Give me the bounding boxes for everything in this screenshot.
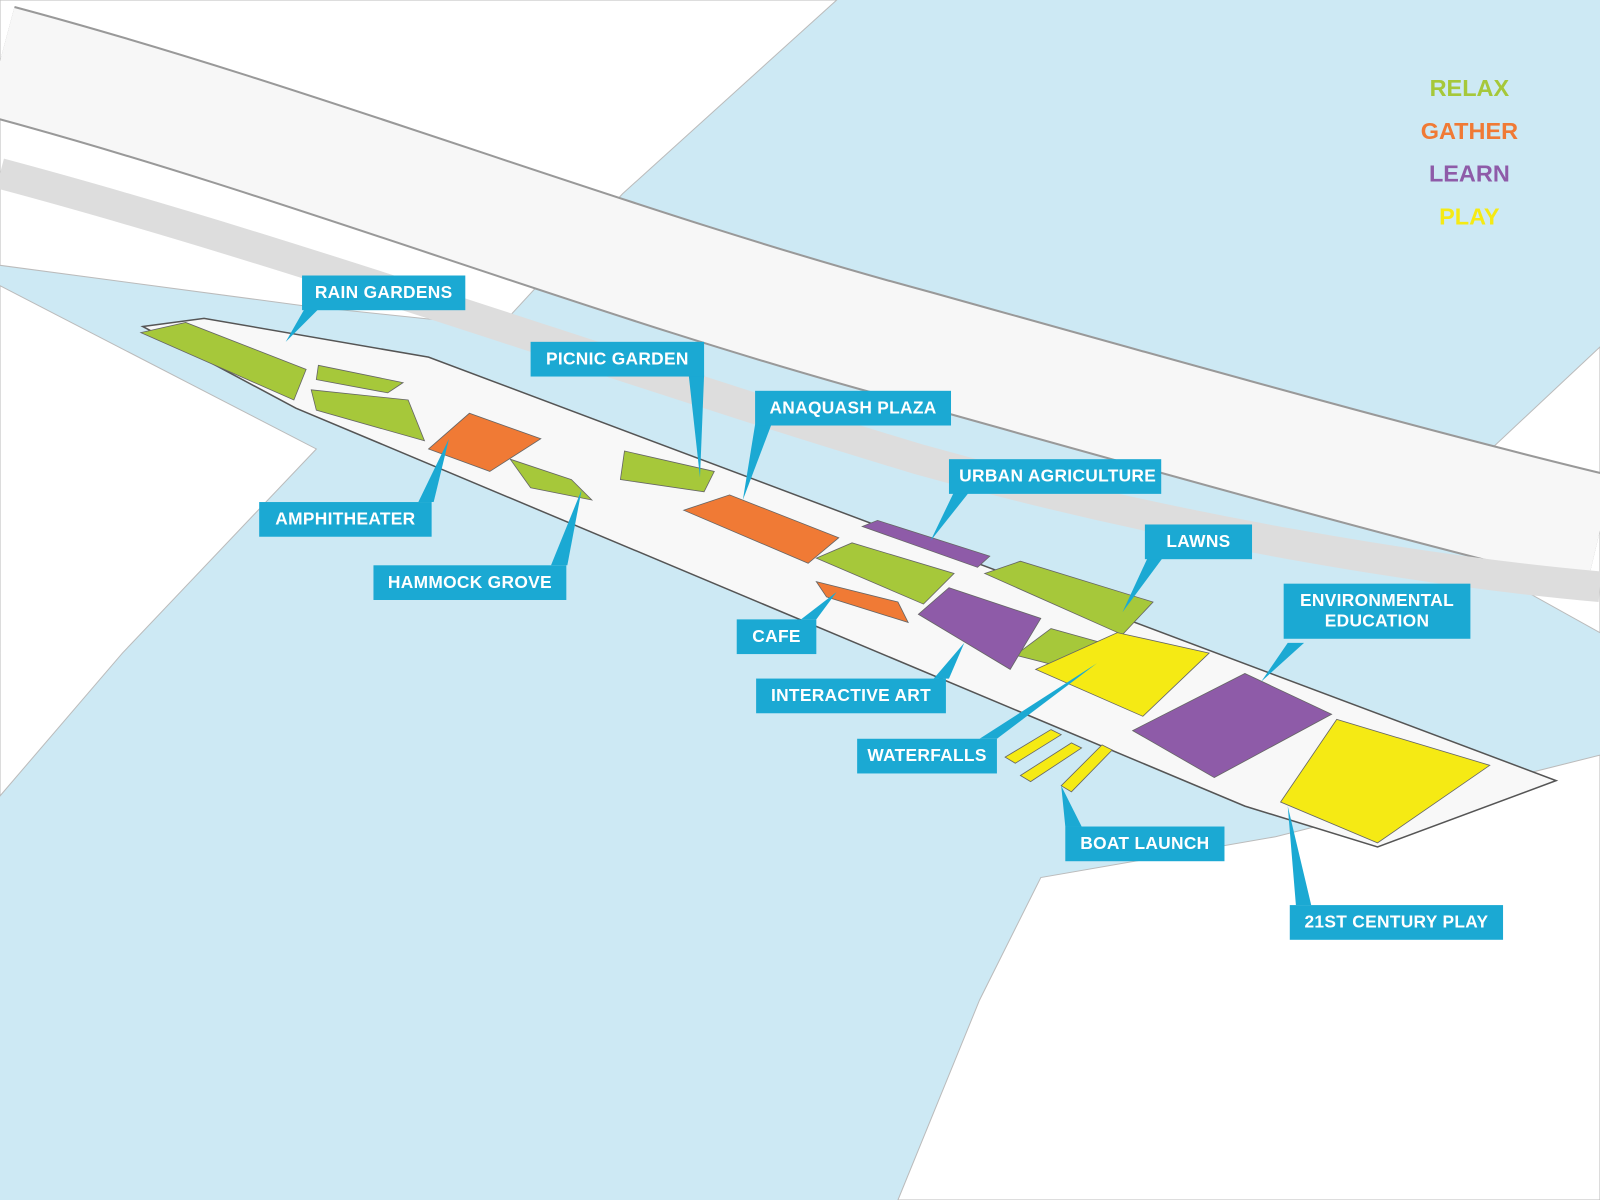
label-waterfalls: WATERFALLS [857, 738, 997, 774]
west-land [0, 285, 318, 797]
label-interactive-art: INTERACTIVE ART [756, 678, 946, 714]
label-boat-launch: BOAT LAUNCH [1065, 826, 1225, 862]
label-line-2: EDUCATION [1324, 611, 1430, 631]
label-environmental-education: ENVIRONMENTAL EDUCATION [1283, 583, 1471, 639]
label-lawns: LAWNS [1144, 524, 1253, 560]
label-21st-century-play: 21ST CENTURY PLAY [1289, 905, 1504, 940]
play-areas [1004, 632, 1491, 844]
label-amphitheater: AMPHITHEATER [259, 502, 432, 537]
learn-areas [861, 519, 1333, 779]
label-cafe: CAFE [736, 619, 817, 655]
label-rain-gardens: RAIN GARDENS [302, 275, 466, 311]
highway [0, 7, 1600, 585]
road [0, 158, 1600, 602]
label-line-1: ENVIRONMENTAL [1300, 590, 1455, 611]
legend-learn: LEARN [1428, 160, 1510, 187]
label-picnic-garden: PICNIC GARDEN [530, 341, 705, 377]
legend-play: PLAY [1439, 203, 1500, 230]
relax-areas [139, 322, 1154, 670]
legend-gather: GATHER [1420, 117, 1519, 144]
label-hammock-grove: HAMMOCK GROVE [373, 565, 567, 600]
legend-relax: RELAX [1429, 74, 1510, 102]
label-anaquash-plaza: ANAQUASH PLAZA [755, 390, 952, 426]
gather-areas [427, 412, 909, 624]
label-urban-agriculture: URBAN AGRICULTURE [948, 459, 1162, 494]
